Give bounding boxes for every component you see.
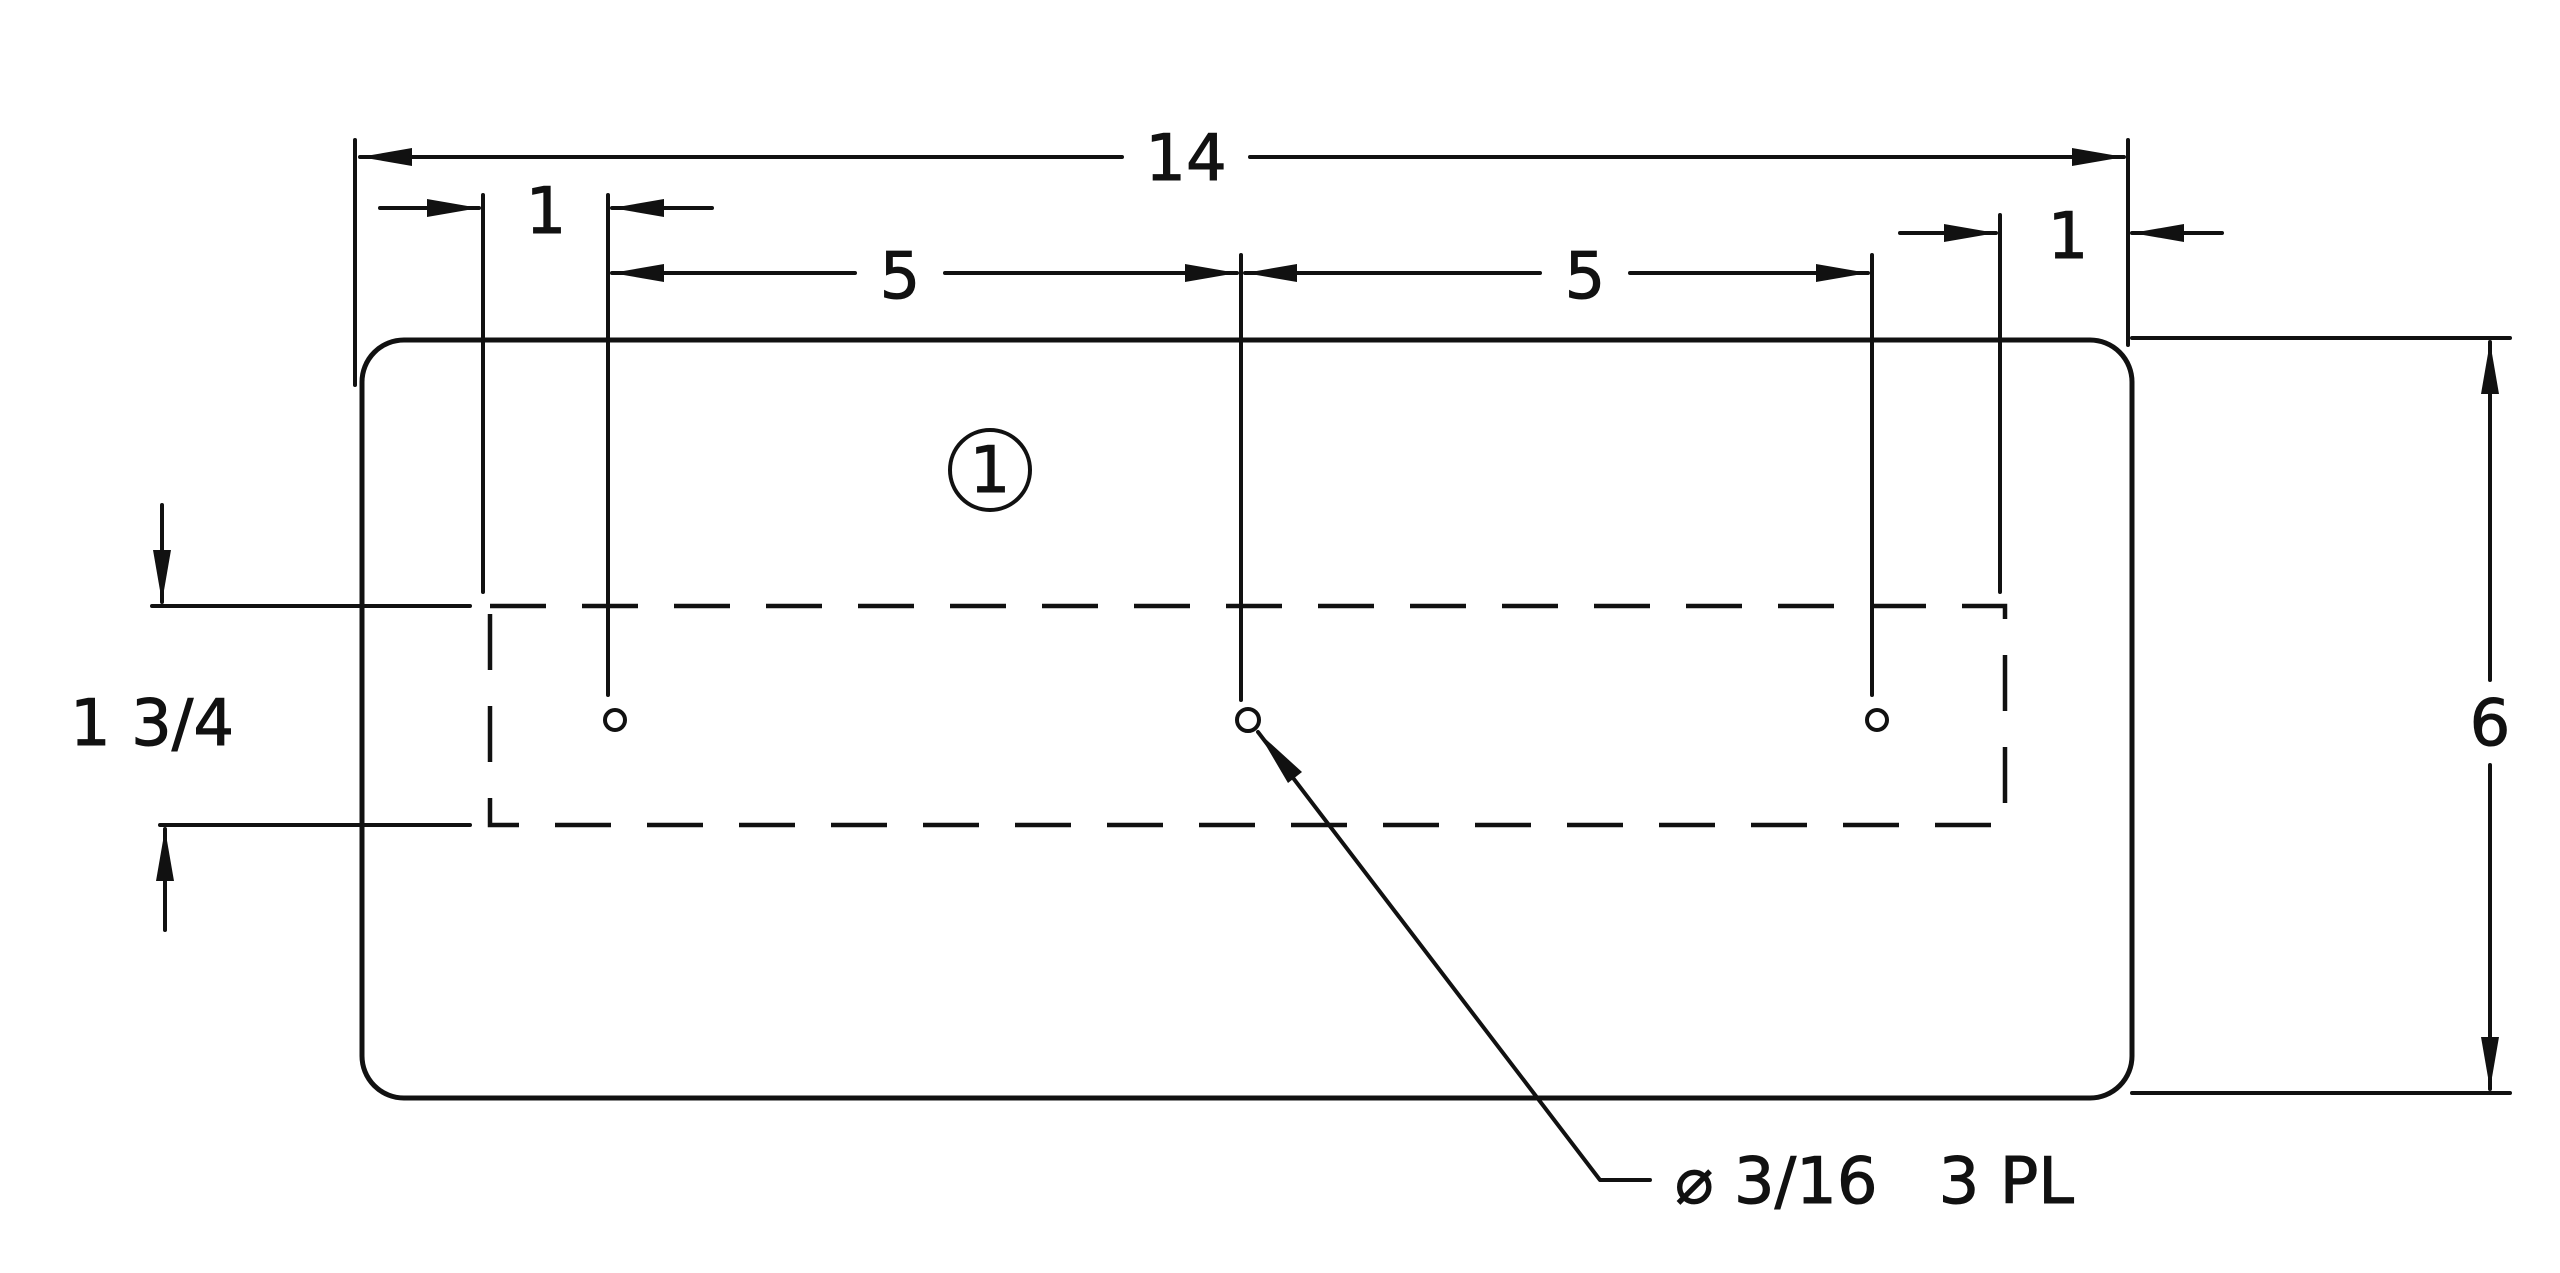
- part-balloon: [948, 428, 1032, 512]
- arrow-overall-height-top: [2481, 342, 2499, 394]
- arrow-left-offset-a: [427, 199, 479, 217]
- arrow-slot-height-bottom: [156, 829, 174, 881]
- hole-callout: ⌀ 3/16 3 PL: [1675, 1145, 2074, 1219]
- dim-right-offset: 1: [2048, 200, 2089, 274]
- arrow-overall-height-bottom: [2481, 1037, 2499, 1089]
- dim-slot-height: 1 3/4: [70, 687, 234, 761]
- part-number: 1: [970, 434, 1011, 508]
- dim-overall-width: 14: [1145, 122, 1226, 196]
- hole-callout-leader: [1256, 730, 1652, 1182]
- arrow-right-offset-b: [2132, 224, 2184, 242]
- arrow-overall-width-left: [360, 148, 412, 166]
- dim-overall-height: 6: [2470, 687, 2511, 761]
- hole-right: [1865, 708, 1889, 732]
- plate-outline: [359, 337, 2135, 1101]
- arrow-overall-width-right: [2072, 148, 2124, 166]
- arrow-right-spacing-b: [1816, 264, 1868, 282]
- arrow-slot-height-top: [153, 550, 171, 602]
- arrow-right-offset-a: [1944, 224, 1996, 242]
- arrow-right-spacing-a: [1245, 264, 1297, 282]
- arrow-left-spacing-a: [612, 264, 664, 282]
- dim-left-offset: 1: [526, 175, 567, 249]
- dim-right-spacing: 5: [1565, 240, 1606, 314]
- arrow-hole-callout: [1258, 732, 1302, 783]
- arrow-left-offset-b: [612, 199, 664, 217]
- arrow-left-spacing-b: [1185, 264, 1237, 282]
- hole-left: [603, 708, 627, 732]
- hole-center: [1235, 707, 1261, 733]
- hidden-slot-outline: [487, 603, 2008, 828]
- dim-left-spacing: 5: [880, 240, 921, 314]
